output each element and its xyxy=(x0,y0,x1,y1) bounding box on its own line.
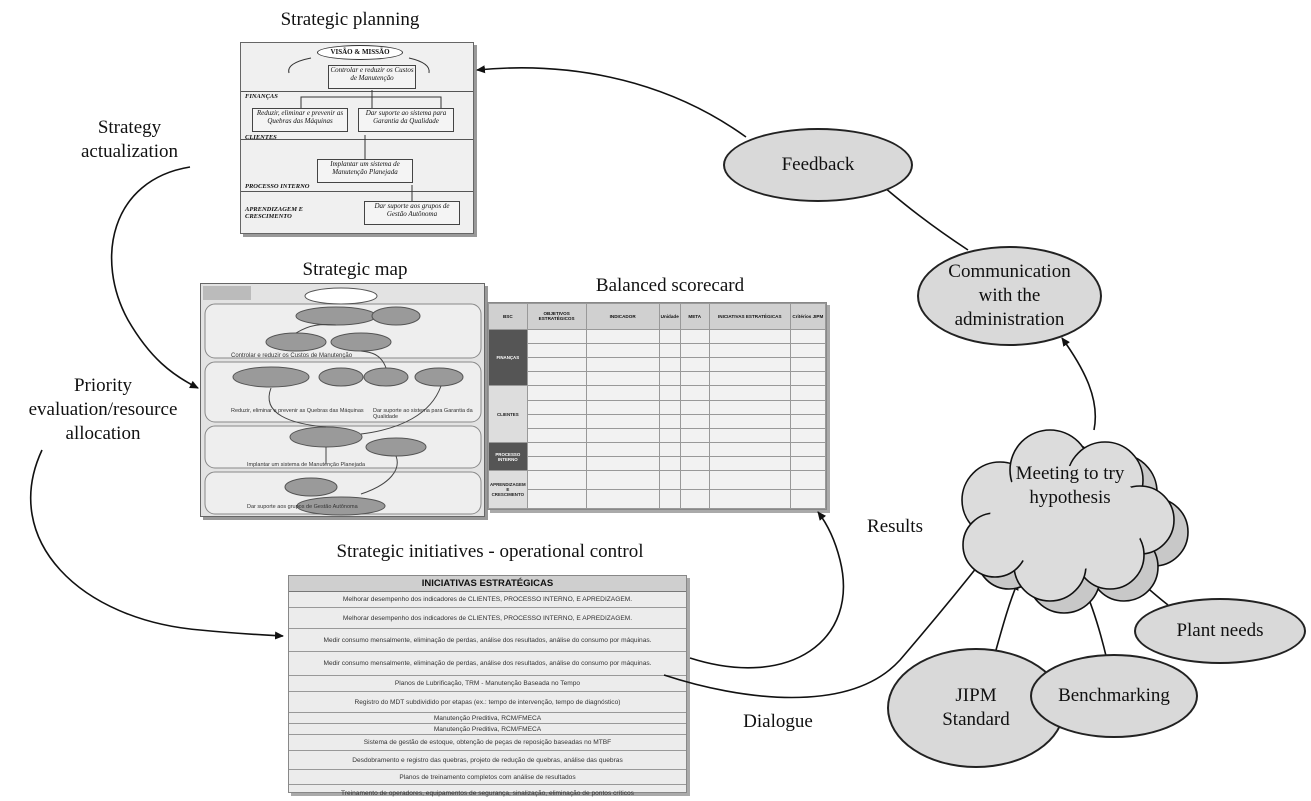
initiative-row: Treinamento de operadores, equipamentos … xyxy=(341,789,634,797)
arrow-feedback-to-planning xyxy=(476,65,747,138)
priority-evaluation-label: Priority evaluation/resource allocation xyxy=(28,375,178,444)
map-text-5: Dar suporte aos grupos de Gestão Autônom… xyxy=(247,504,358,510)
planning-arrows xyxy=(288,57,442,201)
finance-tag: FINANÇAS xyxy=(245,93,278,100)
scorecard-col-jipm: Critérios JIPM xyxy=(789,303,827,330)
quality-box: Dar suporte ao sistema para Garantia da … xyxy=(358,108,454,132)
map-text-1: Controlar e reduzir os Custos de Manuten… xyxy=(231,353,353,359)
planned-maintenance-box: Implantar um sistema de Manutenção Plane… xyxy=(317,159,413,183)
communication-node: Communication with the administration xyxy=(917,246,1102,346)
strategic-map-title: Strategic map xyxy=(302,259,408,280)
results-label: Results xyxy=(867,516,923,537)
arrow-dialogue xyxy=(663,556,986,699)
scorecard-col-target: META xyxy=(679,303,710,330)
feedback-node: Feedback xyxy=(723,128,913,202)
initiative-row: Melhorar desempenho dos indicadores de C… xyxy=(289,592,686,608)
scorecard-section-clients: CLIENTES xyxy=(488,385,528,443)
balanced-scorecard-thumbnail: BSC OBJETIVOS ESTRATÉGICOS INDICADOR Uni… xyxy=(487,302,827,510)
strategic-planning-title: Strategic planning xyxy=(280,9,420,30)
scorecard-section-learning: APRENDIZAGEM E CRESCIMENTO xyxy=(488,470,528,509)
initiative-row: Medir consumo mensalmente, eliminação de… xyxy=(289,629,686,652)
communication-label: Communication with the administration xyxy=(948,261,1071,330)
plant-needs-label: Plant needs xyxy=(1176,620,1264,642)
scorecard-col-bsc: BSC xyxy=(488,303,528,330)
scorecard-header-row: BSC OBJETIVOS ESTRATÉGICOS INDICADOR Uni… xyxy=(488,303,827,330)
arrow-strategy-actualization xyxy=(110,166,199,389)
learning-tag: APRENDIZAGEM E CRESCIMENTO xyxy=(245,206,303,220)
arrow-results xyxy=(689,511,845,669)
balanced-scorecard-title: Balanced scorecard xyxy=(595,275,745,296)
plant-needs-node: Plant needs xyxy=(1134,598,1306,664)
jipm-label: JIPM Standard xyxy=(942,685,1010,730)
initiative-row: Manutenção Preditiva, RCM/FMECA xyxy=(289,724,686,735)
benchmarking-node: Benchmarking xyxy=(1030,654,1198,738)
dialogue-label: Dialogue xyxy=(743,711,813,732)
initiative-row: Desdobramento e registro das quebras, pr… xyxy=(289,751,686,770)
meeting-node: Meeting to try hypothesis xyxy=(1015,463,1125,508)
arrow-meeting-to-communication xyxy=(1061,337,1097,431)
initiative-row: Melhorar desempenho dos indicadores de C… xyxy=(289,608,686,629)
autonomous-box: Dar suporte aos grupos de Gestão Autônom… xyxy=(364,201,460,225)
map-text-2: Reduzir, eliminar e prevenir as Quebras … xyxy=(231,408,364,414)
initiative-row: Planos de Lubrificação, TRM - Manutenção… xyxy=(289,676,686,692)
map-text-3: Dar suporte ao sistema para Garantia da … xyxy=(373,408,473,420)
scorecard-col-indicator: INDICADOR xyxy=(585,303,660,330)
scorecard-section-finance: FINANÇAS xyxy=(488,328,528,387)
strategy-actualization-label: Strategy actualization xyxy=(80,117,179,162)
initiatives-title: Strategic initiatives - operational cont… xyxy=(336,541,644,562)
strategic-map-thumbnail: Controlar e reduzir os Custos de Manuten… xyxy=(200,283,485,517)
initiatives-header: INICIATIVAS ESTRATÉGICAS xyxy=(289,576,686,592)
jipm-node: JIPM Standard xyxy=(887,648,1065,768)
initiatives-thumbnail: INICIATIVAS ESTRATÉGICAS Melhorar desemp… xyxy=(288,575,687,797)
process-tag: PROCESSO INTERNO xyxy=(245,183,310,190)
initiative-row: Manutenção Preditiva, RCM/FMECA xyxy=(289,713,686,724)
breaks-box: Reduzir, eliminar e prevenir as Quebras … xyxy=(252,108,348,132)
scorecard-col-initiatives: INICIATIVAS ESTRATÉGICAS xyxy=(708,303,791,330)
scorecard-col-unit: Unidade xyxy=(658,303,681,330)
costs-box: Controlar e reduzir os Custos de Manuten… xyxy=(328,65,416,89)
scorecard-table: BSC OBJETIVOS ESTRATÉGICOS INDICADOR Uni… xyxy=(488,303,827,509)
arrow-priority-evaluation xyxy=(30,449,284,640)
strategic-map-drawing xyxy=(201,284,484,516)
map-text-4: Implantar um sistema de Manutenção Plane… xyxy=(247,462,366,468)
benchmarking-label: Benchmarking xyxy=(1058,685,1170,707)
initiative-row: Registro do MDT subdividido por etapas (… xyxy=(289,692,686,713)
initiative-row: Sistema de gestão de estoque, obtenção d… xyxy=(289,735,686,751)
feedback-label: Feedback xyxy=(781,154,855,176)
initiative-row: Medir consumo mensalmente, eliminação de… xyxy=(289,652,686,676)
strategic-planning-thumbnail: VISÃO & MISSÃO Controlar e reduzir os Cu… xyxy=(240,42,474,234)
initiative-row: Planos de treinamento completos com anál… xyxy=(289,770,686,785)
vision-mission-banner: VISÃO & MISSÃO xyxy=(317,45,403,60)
clients-tag: CLIENTES xyxy=(245,134,277,141)
